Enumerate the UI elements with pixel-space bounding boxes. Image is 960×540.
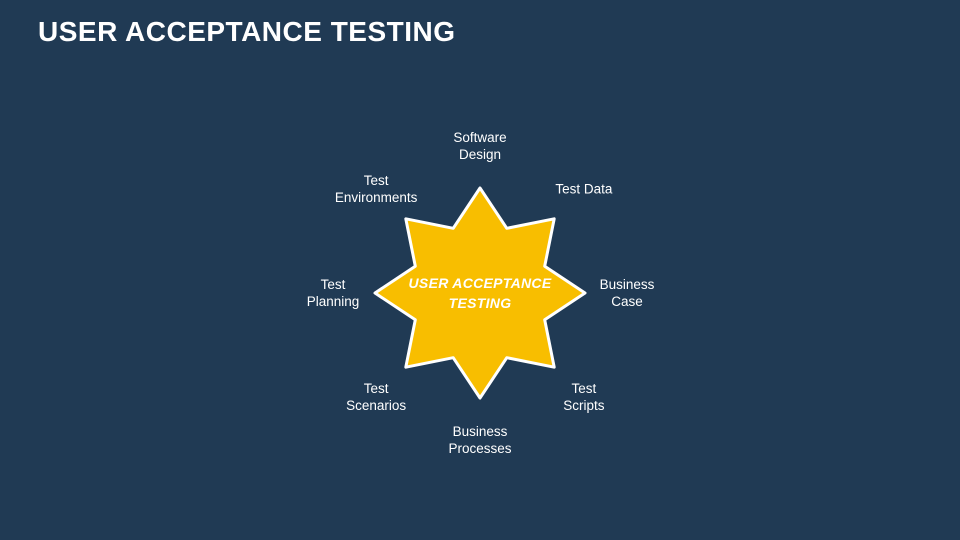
- center-star: [373, 186, 587, 400]
- petal-label-test-data: Test Data: [555, 182, 613, 197]
- slide-title: USER ACCEPTANCE TESTING: [38, 16, 456, 47]
